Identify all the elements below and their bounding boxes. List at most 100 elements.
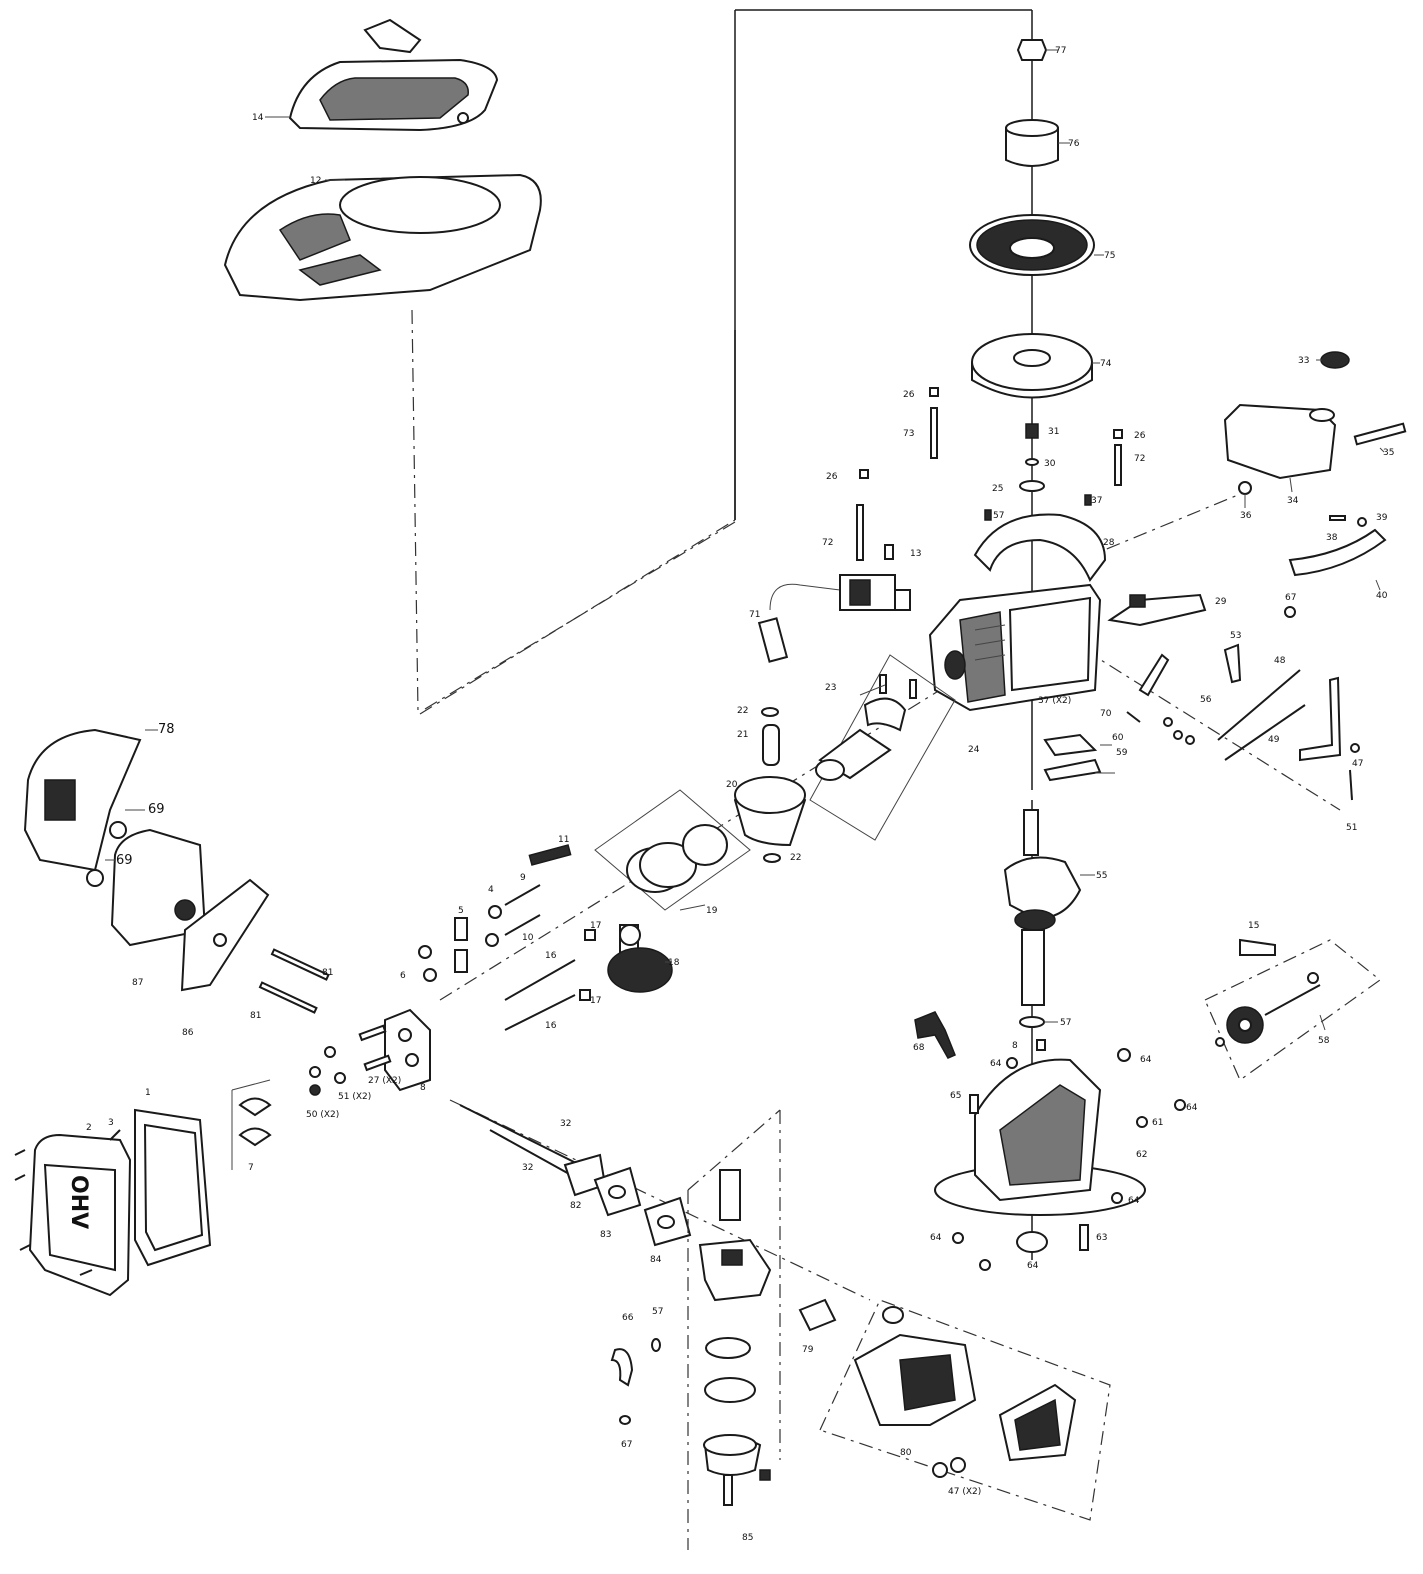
label-27-x2: 27 (X2) [368, 1076, 401, 1086]
label-64-a: 64 [990, 1059, 1002, 1069]
label-13: 13 [910, 549, 921, 559]
label-39: 39 [1376, 513, 1388, 523]
camshaft [579, 924, 673, 1001]
cylinder-head-plate [309, 1008, 431, 1096]
label-37: 37 [1091, 496, 1102, 506]
baffle-plate [973, 513, 1107, 582]
label-65: 65 [950, 1091, 961, 1101]
label-30: 30 [1044, 459, 1056, 469]
label-57-b: 57 [1060, 1018, 1071, 1028]
label-25: 25 [992, 484, 1003, 494]
label-35: 35 [1383, 448, 1394, 458]
part-labels: 77 76 75 74 14 12 33 35 34 36 38 39 40 6… [86, 46, 1394, 1543]
label-4: 4 [488, 885, 494, 895]
label-50-x2: 50 (X2) [306, 1110, 339, 1120]
label-12: 12 [310, 176, 321, 186]
label-48: 48 [1274, 656, 1286, 666]
label-76: 76 [1068, 139, 1080, 149]
label-18: 18 [668, 958, 680, 968]
oil-level-sensor [914, 1011, 956, 1059]
label-22-b: 22 [790, 853, 801, 863]
label-21: 21 [737, 730, 748, 740]
label-29: 29 [1215, 597, 1227, 607]
label-17-a: 17 [590, 921, 601, 931]
label-57-a: 57 [993, 511, 1004, 521]
label-37-x2: 37 (X2) [1038, 696, 1071, 706]
fuel-tank [1223, 351, 1407, 618]
label-49: 49 [1268, 735, 1280, 745]
label-86: 86 [182, 1028, 194, 1038]
label-62: 62 [1136, 1150, 1147, 1160]
label-87: 87 [132, 978, 143, 988]
governor-gear-group [1204, 938, 1381, 1081]
label-36: 36 [1240, 511, 1252, 521]
label-31: 31 [1048, 427, 1059, 437]
label-59: 59 [1116, 748, 1128, 758]
label-71: 71 [749, 610, 760, 620]
label-74: 74 [1100, 359, 1112, 369]
throttle-linkage [1043, 643, 1360, 801]
governor-bracket [1107, 593, 1207, 627]
label-33: 33 [1298, 356, 1309, 366]
air-cleaner [798, 1298, 1111, 1521]
label-3: 3 [108, 1118, 114, 1128]
label-73: 73 [903, 429, 914, 439]
label-16-a: 16 [545, 951, 557, 961]
label-8: 8 [1012, 1041, 1018, 1051]
label-32-b: 32 [522, 1163, 533, 1173]
label-11: 11 [558, 835, 569, 845]
label-75: 75 [1104, 251, 1115, 261]
fan-cover [223, 173, 542, 302]
label-64-b: 64 [1140, 1055, 1152, 1065]
label-20: 20 [726, 780, 738, 790]
valve-cover: OHV [14, 1108, 212, 1297]
label-72-a: 72 [1134, 454, 1145, 464]
connecting-rod-group [809, 654, 956, 841]
label-78: 78 [158, 722, 175, 737]
label-15: 15 [1248, 921, 1259, 931]
label-64-c: 64 [1186, 1103, 1198, 1113]
label-57-c: 57 [652, 1307, 663, 1317]
label-34: 34 [1287, 496, 1299, 506]
label-19: 19 [706, 906, 718, 916]
fuel-hose [610, 1338, 661, 1425]
label-9: 9 [520, 873, 526, 883]
label-17-b: 17 [590, 996, 601, 1006]
label-81-b: 81 [250, 1011, 261, 1021]
label-47: 47 [1352, 759, 1363, 769]
intake-spacers [459, 1104, 692, 1247]
rocker-arms [231, 1079, 272, 1170]
label-23: 23 [825, 683, 836, 693]
label-26-c: 26 [826, 472, 838, 482]
ohv-embossing: OHV [66, 1175, 91, 1229]
recoil-starter [288, 18, 499, 132]
label-53: 53 [1230, 631, 1241, 641]
label-72-b: 72 [822, 538, 833, 548]
label-80: 80 [900, 1448, 912, 1458]
label-83: 83 [600, 1230, 611, 1240]
label-56: 56 [1200, 695, 1212, 705]
label-26-a: 26 [903, 390, 915, 400]
label-82: 82 [570, 1201, 581, 1211]
label-51: 51 [1346, 823, 1357, 833]
muffler-group [23, 728, 330, 1014]
label-28: 28 [1103, 538, 1115, 548]
label-6: 6 [400, 971, 406, 981]
label-24: 24 [968, 745, 980, 755]
label-70: 70 [1100, 709, 1112, 719]
label-61: 61 [1152, 1118, 1163, 1128]
flywheel-hardware [856, 387, 1123, 561]
label-69-a: 69 [148, 802, 165, 817]
carburetor-group [687, 1109, 781, 1550]
label-32-a: 32 [560, 1119, 571, 1129]
label-67-top: 67 [1285, 593, 1296, 603]
label-47-x2: 47 (X2) [948, 1487, 981, 1497]
label-10: 10 [522, 933, 534, 943]
valve-train [418, 844, 576, 1031]
label-16-b: 16 [545, 1021, 557, 1031]
label-85: 85 [742, 1533, 753, 1543]
label-58: 58 [1318, 1036, 1330, 1046]
label-67-bottom: 67 [621, 1440, 632, 1450]
crankshaft [1003, 809, 1082, 1028]
